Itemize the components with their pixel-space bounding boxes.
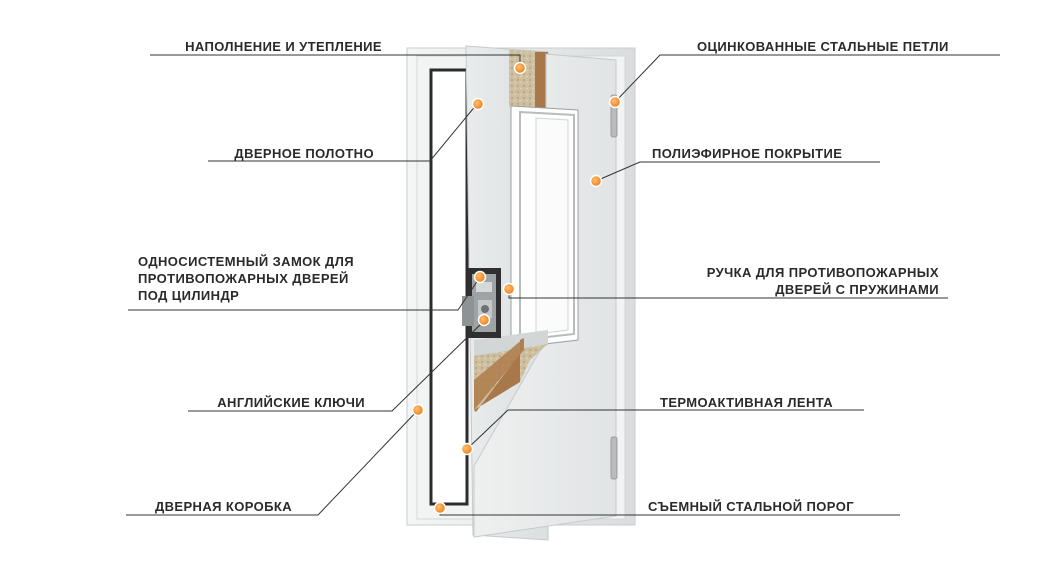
label-coating: ПОЛИЭФИРНОЕ ПОКРЫТИЕ <box>652 145 842 162</box>
label-threshold: СЪЕМНЫЙ СТАЛЬНОЙ ПОРОГ <box>648 498 854 515</box>
marker-frame <box>411 403 425 417</box>
marker-threshold <box>433 501 447 515</box>
label-handle-line-1: РУЧКА ДЛЯ ПРОТИВОПОЖАРНЫХ <box>706 265 939 280</box>
label-lock-line-3: ПОД ЦИЛИНДР <box>138 288 240 303</box>
marker-handle <box>502 282 516 296</box>
label-coating-line-1: ПОЛИЭФИРНОЕ ПОКРЫТИЕ <box>652 146 843 161</box>
marker-keys <box>477 313 491 327</box>
leader-frame <box>126 409 419 516</box>
leader-tape <box>466 409 864 450</box>
marker-coating <box>589 174 603 188</box>
label-tape-line-1: ТЕРМОАКТИВНАЯ ЛЕНТА <box>660 395 834 410</box>
label-hinges: ОЦИНКОВАННЫЕ СТАЛЬНЫЕ ПЕТЛИ <box>697 38 949 55</box>
markers <box>411 61 622 515</box>
label-lock: ОДНОСИСТЕМНЫЙ ЗАМОК ДЛЯ ПРОТИВОПОЖАРНЫХ … <box>138 253 354 304</box>
label-keys: АНГЛИЙСКИЕ КЛЮЧИ <box>217 394 365 411</box>
leader-keys <box>188 320 485 412</box>
marker-filling <box>513 61 527 75</box>
door-leaf <box>462 45 618 541</box>
leader-lines <box>126 54 1000 516</box>
leader-coating <box>595 161 880 182</box>
label-door-leaf-line-1: ДВЕРНОЕ ПОЛОТНО <box>234 146 374 161</box>
label-filling: НАПОЛНЕНИЕ И УТЕПЛЕНИЕ <box>185 38 382 55</box>
label-handle-line-2: ДВЕРЕЙ С ПРУЖИНАМИ <box>775 282 939 297</box>
marker-tape <box>460 442 474 456</box>
leader-hinges <box>614 54 1000 103</box>
label-handle: РУЧКА ДЛЯ ПРОТИВОПОЖАРНЫХ ДВЕРЕЙ С ПРУЖИ… <box>707 264 939 298</box>
leader-leaf <box>208 103 478 162</box>
label-door-leaf: ДВЕРНОЕ ПОЛОТНО <box>234 145 374 162</box>
label-filling-line-1: НАПОЛНЕНИЕ И УТЕПЛЕНИЕ <box>185 39 382 54</box>
marker-leaf <box>471 97 485 111</box>
label-frame-line-1: ДВЕРНАЯ КОРОБКА <box>154 499 292 514</box>
label-frame: ДВЕРНАЯ КОРОБКА <box>155 498 292 515</box>
marker-lock <box>473 270 487 284</box>
label-lock-line-1: ОДНОСИСТЕМНЫЙ ЗАМОК ДЛЯ <box>138 254 354 269</box>
marker-hinges <box>608 95 622 109</box>
label-keys-line-1: АНГЛИЙСКИЕ КЛЮЧИ <box>217 395 365 410</box>
label-hinges-line-1: ОЦИНКОВАННЫЕ СТАЛЬНЫЕ ПЕТЛИ <box>697 39 949 54</box>
leader-lock <box>128 276 481 311</box>
label-lock-line-2: ПРОТИВОПОЖАРНЫХ ДВЕРЕЙ <box>138 271 349 286</box>
label-tape: ТЕРМОАКТИВНАЯ ЛЕНТА <box>660 394 833 411</box>
label-threshold-line-1: СЪЕМНЫЙ СТАЛЬНОЙ ПОРОГ <box>648 499 854 514</box>
